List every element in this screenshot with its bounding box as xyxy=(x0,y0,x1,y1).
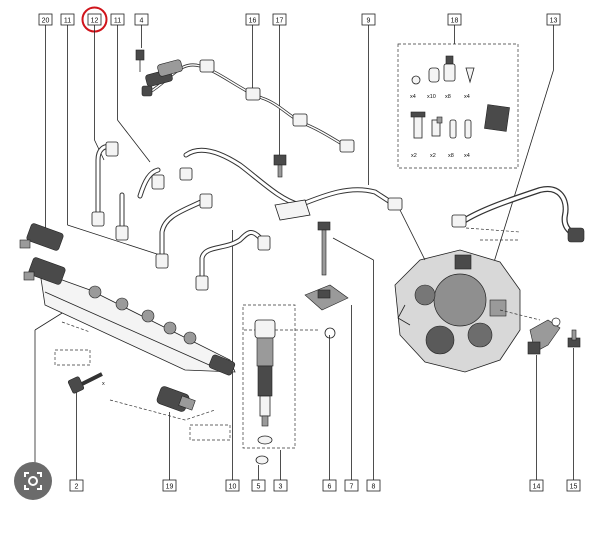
svg-text:20: 20 xyxy=(42,18,50,25)
seal-ring-6 xyxy=(324,327,336,339)
svg-text:6: 6 xyxy=(328,484,332,491)
seal-kit-box: x4 x10 x8 x4 x2 x2 x8 x4 xyxy=(397,43,519,169)
svg-text:18: 18 xyxy=(451,18,459,25)
svg-text:8: 8 xyxy=(372,484,376,491)
label-13: 13 xyxy=(546,13,561,26)
svg-text:2: 2 xyxy=(75,484,79,491)
label-5: 5 xyxy=(251,479,266,492)
svg-text:11: 11 xyxy=(114,18,121,25)
svg-text:x4: x4 xyxy=(464,153,470,159)
label-12: 12 xyxy=(87,13,102,26)
svg-text:11: 11 xyxy=(64,18,71,25)
svg-text:x2: x2 xyxy=(430,153,436,159)
clamp-7 xyxy=(304,284,349,311)
lens-glyph xyxy=(24,472,42,490)
svg-text:14: 14 xyxy=(533,484,541,491)
label-2: 2 xyxy=(69,479,84,492)
label-17: 17 xyxy=(272,13,287,26)
svg-text:4: 4 xyxy=(140,18,144,25)
google-lens-icon[interactable] xyxy=(14,462,52,500)
bolt-15 xyxy=(567,329,581,348)
svg-text:19: 19 xyxy=(166,484,174,491)
label-18: 18 xyxy=(447,13,462,26)
svg-text:3: 3 xyxy=(279,484,283,491)
svg-text:x10: x10 xyxy=(427,94,436,100)
label-8: 8 xyxy=(366,479,381,492)
rail-bolt-2: x xyxy=(67,372,105,394)
label-20: 20 xyxy=(38,13,53,26)
svg-text:9: 9 xyxy=(367,18,371,25)
svg-text:x2: x2 xyxy=(411,153,417,159)
label-4: 4 xyxy=(134,13,149,26)
label-6: 6 xyxy=(322,479,337,492)
injector-box xyxy=(242,304,296,449)
svg-text:7: 7 xyxy=(350,484,354,491)
label-11-right: 11 xyxy=(110,13,125,26)
label-14: 14 xyxy=(529,479,544,492)
svg-text:x8: x8 xyxy=(448,153,454,159)
high-pressure-pipe-9 xyxy=(179,147,403,221)
bolt-8 xyxy=(317,221,331,276)
svg-text:x4: x4 xyxy=(464,94,470,100)
svg-text:13: 13 xyxy=(550,18,558,25)
pressure-sensor-19 xyxy=(156,386,196,412)
injector-3 xyxy=(244,319,320,465)
svg-text:x8: x8 xyxy=(445,94,451,100)
label-7: 7 xyxy=(344,479,359,492)
leader-lines xyxy=(34,25,574,480)
svg-text:17: 17 xyxy=(276,18,284,25)
fuel-rail xyxy=(19,223,236,376)
svg-text:10: 10 xyxy=(229,484,237,491)
label-19: 19 xyxy=(162,479,177,492)
fuel-hose-13 xyxy=(451,186,585,243)
label-9: 9 xyxy=(361,13,376,26)
bolt-17 xyxy=(273,154,287,178)
injector-pipes xyxy=(91,141,271,291)
label-16: 16 xyxy=(245,13,260,26)
label-15: 15 xyxy=(566,479,581,492)
svg-text:15: 15 xyxy=(570,484,578,491)
return-hose-assembly xyxy=(135,49,355,153)
svg-text:5: 5 xyxy=(257,484,261,491)
svg-text:x: x xyxy=(102,381,105,387)
label-3: 3 xyxy=(273,479,288,492)
svg-text:12: 12 xyxy=(91,18,99,25)
high-pressure-pump xyxy=(394,249,521,373)
label-10: 10 xyxy=(225,479,240,492)
svg-text:x4: x4 xyxy=(410,94,416,100)
label-11-left: 11 xyxy=(60,13,75,26)
sensor-14 xyxy=(527,317,561,355)
svg-text:16: 16 xyxy=(249,18,257,25)
